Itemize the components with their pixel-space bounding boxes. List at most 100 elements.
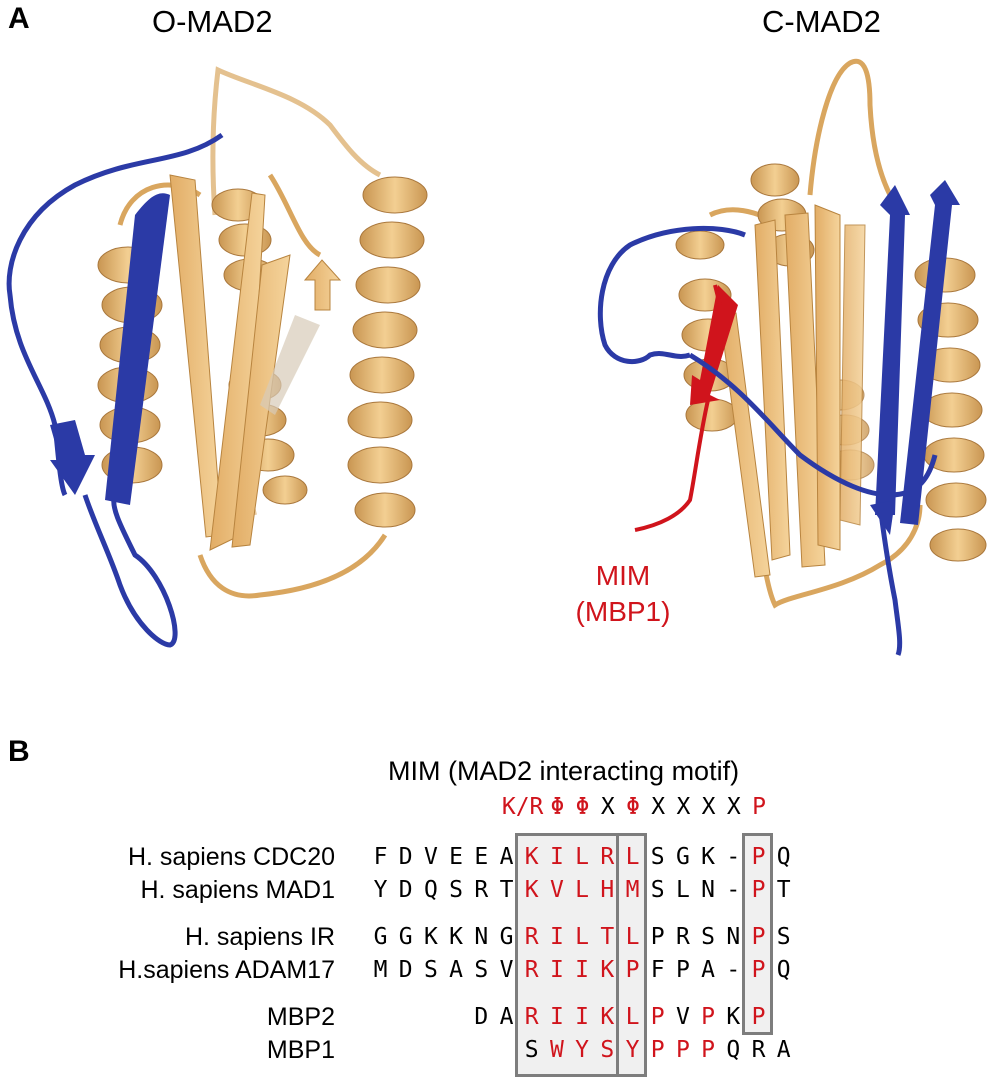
residue: E xyxy=(474,844,489,870)
residue: G xyxy=(373,924,388,950)
panel-a-letter: A xyxy=(8,2,30,35)
sequence-label: H. sapiens IR xyxy=(184,923,335,951)
c-mad2-blue-arrow xyxy=(870,500,895,535)
residue: Y xyxy=(373,877,388,903)
residue: I xyxy=(549,924,564,950)
residue: P xyxy=(675,1037,690,1063)
residue: L xyxy=(625,844,640,870)
o-mad2-helix-right xyxy=(347,176,428,528)
residue: F xyxy=(373,844,388,870)
residue: P xyxy=(751,877,766,903)
c-mad2-blue-strand-2 xyxy=(900,180,960,525)
residue: T xyxy=(600,924,615,950)
residue: Q xyxy=(423,877,438,903)
consensus-symbol: X xyxy=(726,794,741,820)
c-mad2-strand-4 xyxy=(839,224,866,526)
residue: D xyxy=(398,844,413,870)
residue: P xyxy=(751,1004,766,1030)
residue: R xyxy=(751,1037,766,1063)
residue: D xyxy=(398,957,413,983)
residue: R xyxy=(474,877,489,903)
residue: - xyxy=(726,877,741,903)
c-mad2-bottom-loop xyxy=(757,504,923,609)
sequence-label: H. sapiens CDC20 xyxy=(127,843,335,871)
c-mad2-blue-coil xyxy=(597,225,746,365)
motif-title: MIM (MAD2 interacting motif) xyxy=(388,756,740,786)
residue: P xyxy=(675,957,690,983)
residue: P xyxy=(751,844,766,870)
o-mad2-bottom-loop xyxy=(197,533,388,599)
consensus-symbol: X xyxy=(651,794,666,820)
residue: S xyxy=(650,844,665,870)
c-mad2-top-loop xyxy=(807,58,893,197)
c-mad2-strand-3 xyxy=(814,204,841,551)
residue: K xyxy=(423,924,438,950)
consensus-symbol: Φ xyxy=(575,794,590,820)
residue: V xyxy=(675,1004,690,1030)
residue: V xyxy=(423,844,438,870)
residue: P xyxy=(701,1037,716,1063)
c-mad2-mim-strand xyxy=(690,285,738,405)
residue: P xyxy=(650,1004,665,1030)
c-mad2-structure xyxy=(597,58,987,656)
c-mad2-strand-1 xyxy=(754,219,791,561)
residue: M xyxy=(373,957,388,983)
consensus-symbol: X xyxy=(701,794,716,820)
residue: K xyxy=(726,1004,741,1030)
residue: P xyxy=(650,1037,665,1063)
residue: S xyxy=(701,924,716,950)
residue: R xyxy=(524,1004,539,1030)
residue: A xyxy=(776,1037,791,1063)
residue: A xyxy=(499,844,514,870)
residue: I xyxy=(549,1004,564,1030)
residue: T xyxy=(776,877,791,903)
o-mad2-blue-arrow xyxy=(50,420,95,495)
sequence-label: MBP2 xyxy=(266,1003,335,1031)
sequence-label: H. sapiens MAD1 xyxy=(140,876,335,904)
residue: L xyxy=(575,844,590,870)
consensus-symbol: Φ xyxy=(626,794,640,820)
residue: F xyxy=(650,957,665,983)
residue: A xyxy=(701,957,716,983)
mim-label: MIM (MBP1) xyxy=(558,558,688,630)
residue: Y xyxy=(575,1037,590,1063)
residue: L xyxy=(625,1004,640,1030)
residue: I xyxy=(549,844,564,870)
residue: P xyxy=(625,957,640,983)
motif-box xyxy=(742,833,774,1035)
o-mad2-faded-strand xyxy=(260,315,320,415)
residue: D xyxy=(474,1004,489,1030)
c-mad2-title: C-MAD2 xyxy=(762,4,881,39)
o-mad2-strand-1 xyxy=(169,174,223,538)
residue: R xyxy=(524,924,539,950)
sequence-label: H.sapiens ADAM17 xyxy=(118,956,335,984)
residue: S xyxy=(449,877,464,903)
residue: P xyxy=(751,924,766,950)
o-mad2-title: O-MAD2 xyxy=(152,4,273,39)
residue: - xyxy=(726,844,741,870)
residue: K xyxy=(524,844,539,870)
motif-box xyxy=(515,833,622,1077)
o-mad2-top-loop xyxy=(210,66,382,216)
o-mad2-strand-3 xyxy=(231,254,291,548)
residue: K xyxy=(701,844,716,870)
residue: K xyxy=(600,1004,615,1030)
residue: S xyxy=(423,957,438,983)
residue: N xyxy=(701,877,716,903)
mim-label-line1: MIM xyxy=(595,560,651,591)
o-mad2-loop-mid xyxy=(267,173,322,258)
residue: E xyxy=(449,844,464,870)
residue: S xyxy=(524,1037,539,1063)
residue: H xyxy=(600,877,615,903)
residue: P xyxy=(751,957,766,983)
residue: K xyxy=(449,924,464,950)
residue: Y xyxy=(625,1037,640,1063)
residue: N xyxy=(726,924,741,950)
residue: Q xyxy=(776,957,791,983)
residue: G xyxy=(398,924,413,950)
residue: R xyxy=(524,957,539,983)
residue: M xyxy=(625,877,640,903)
residue: R xyxy=(675,924,690,950)
